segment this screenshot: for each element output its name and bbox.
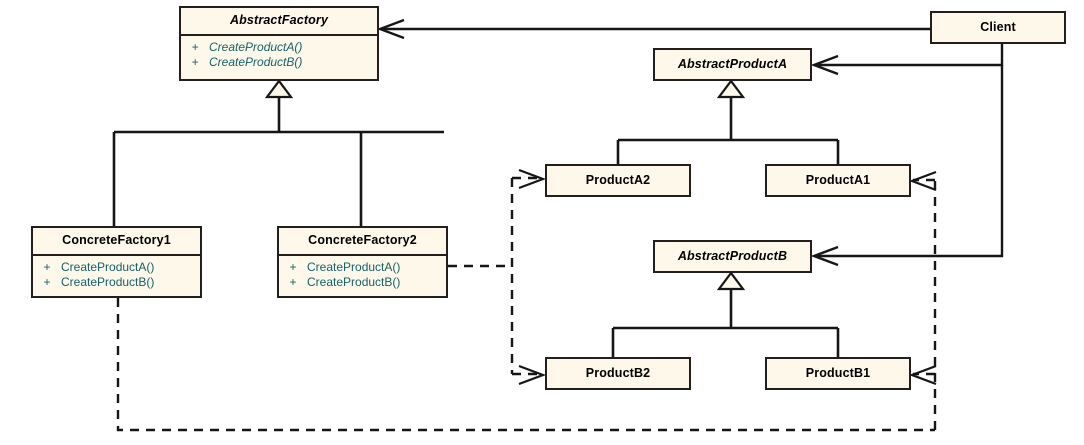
member-visibility: + [191,55,199,70]
member-signature: CreateProductA() [209,39,303,54]
class-title-product-a1: ProductA1 [805,173,871,187]
member-visibility: + [191,39,199,54]
open-arrowhead-product-b2 [518,364,547,386]
class-box-product-a1[interactable]: ProductA1 [765,164,911,197]
edge-client-to-abstract-product-b [810,65,1004,267]
class-title-client: Client [980,20,1016,34]
class-title-product-a2: ProductA2 [585,173,651,187]
generalization-triangle-abstract-product-a [716,79,746,99]
edge-client-to-abstract-product-a [810,44,1004,76]
edge-products-b-to-abstract-product-b [611,271,840,357]
member-signature: CreateProductB() [307,275,401,290]
member-visibility: + [43,259,51,274]
class-member: + CreateProductA() [279,260,446,276]
open-arrowhead-abstract-product-a [810,54,839,76]
class-member: + CreateProductA() [181,40,377,56]
member-visibility: + [289,275,297,290]
member-visibility: + [289,259,297,274]
class-members-concrete-factory-2: + CreateProductA() + CreateProductB() [279,256,446,297]
edge-client-to-abstract-factory [376,18,930,40]
open-arrowhead-abstract-factory [376,18,405,40]
class-box-concrete-factory-2[interactable]: ConcreteFactory2 + CreateProductA() + Cr… [277,226,448,298]
edge-concrete-factory-2-creates-products [448,168,547,386]
class-member: + CreateProductB() [33,275,200,291]
generalization-triangle-abstract-product-b [716,271,746,291]
member-signature: CreateProductB() [209,55,303,70]
class-title-concrete-factory-2: ConcreteFactory2 [279,228,446,256]
generalization-triangle-abstract-factory [264,79,294,99]
class-title-product-b2: ProductB2 [585,366,651,380]
class-members-concrete-factory-1: + CreateProductA() + CreateProductB() [33,256,200,297]
class-box-product-b1[interactable]: ProductB1 [765,357,911,390]
open-arrowhead-product-a2 [518,168,547,190]
class-title-abstract-product-b: AbstractProductB [677,249,788,263]
class-box-abstract-product-a[interactable]: AbstractProductA [653,48,812,81]
member-signature: CreateProductB() [61,275,155,290]
class-member: + CreateProductB() [181,55,377,71]
open-arrowhead-product-a1 [908,170,937,192]
edge-concrete-factory-1-creates-products [116,170,937,432]
member-visibility: + [43,275,51,290]
class-box-abstract-product-b[interactable]: AbstractProductB [653,240,812,273]
class-title-product-b1: ProductB1 [805,366,871,380]
member-signature: CreateProductA() [307,259,401,274]
class-box-concrete-factory-1[interactable]: ConcreteFactory1 + CreateProductA() + Cr… [31,226,202,298]
class-title-abstract-factory: AbstractFactory [181,8,377,36]
class-box-client[interactable]: Client [930,11,1066,44]
class-box-abstract-factory[interactable]: AbstractFactory + CreateProductA() + Cre… [179,6,379,81]
class-title-abstract-product-a: AbstractProductA [677,57,788,71]
class-member: + CreateProductB() [279,275,446,291]
class-title-concrete-factory-1: ConcreteFactory1 [33,228,200,256]
edge-products-a-to-abstract-product-a [616,79,840,164]
class-members-abstract-factory: + CreateProductA() + CreateProductB() [181,36,377,77]
class-box-product-a2[interactable]: ProductA2 [545,164,691,197]
class-box-product-b2[interactable]: ProductB2 [545,357,691,390]
class-member: + CreateProductA() [33,260,200,276]
open-arrowhead-product-b1 [908,364,937,386]
open-arrowhead-abstract-product-b [810,245,839,267]
member-signature: CreateProductA() [61,259,155,274]
edge-concrete-factories-to-abstract-factory [112,79,444,226]
